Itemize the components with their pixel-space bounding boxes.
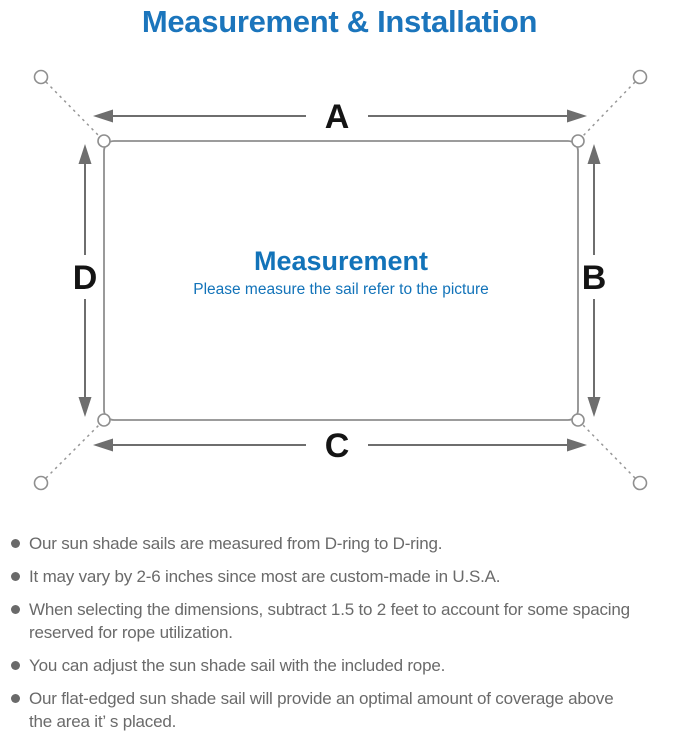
dimension-arrow-b: B — [582, 144, 607, 417]
page-title: Measurement & Installation — [141, 4, 538, 39]
arrowhead-down-icon — [587, 397, 601, 417]
dashed-tie-line-bottom-right — [581, 423, 636, 479]
list-item: When selecting the dimensions, subtract … — [10, 598, 670, 644]
list-item: You can adjust the sun shade sail with t… — [10, 654, 670, 677]
note-text: It may vary by 2-6 inches since most are… — [29, 567, 501, 586]
notes-list: Our sun shade sails are measured from D-… — [10, 521, 670, 739]
arrowhead-left-icon — [93, 438, 113, 452]
dimension-label-c: C — [325, 427, 350, 465]
dimension-label-d: D — [73, 259, 98, 297]
d-ring-top-left-icon — [97, 134, 111, 148]
note-text: Our sun shade sails are measured from D-… — [29, 534, 443, 553]
center-caption: Measurement Please measure the sail refe… — [193, 246, 489, 298]
dimension-label-a: A — [325, 98, 350, 136]
arrowhead-right-icon — [567, 438, 587, 452]
d-ring-bottom-right-icon — [571, 413, 585, 427]
d-ring-top-right-icon — [571, 134, 585, 148]
list-item: Our sun shade sails are measured from D-… — [10, 532, 670, 555]
arrowhead-up-icon — [78, 144, 92, 164]
dashed-tie-line-top-left — [45, 81, 101, 138]
arrowhead-down-icon — [78, 397, 92, 417]
dashed-tie-line-top-right — [581, 81, 636, 138]
note-text: When selecting the dimensions, subtract … — [29, 600, 630, 642]
list-item: Our flat-edged sun shade sail will provi… — [10, 687, 670, 733]
sail-outline — [103, 140, 579, 421]
anchor-point-top-left-icon — [33, 69, 49, 85]
dimension-arrow-a: A — [93, 98, 587, 136]
dashed-tie-line-bottom-left — [45, 423, 101, 479]
arrowhead-up-icon — [587, 144, 601, 164]
dimension-label-b: B — [582, 259, 607, 297]
bullet-dot-icon — [11, 694, 20, 703]
dimension-arrow-d: D — [73, 144, 98, 417]
sail-measurement-diagram: A C D B — [33, 69, 648, 491]
note-text: You can adjust the sun shade sail with t… — [29, 656, 446, 675]
arrowhead-left-icon — [93, 109, 113, 123]
d-ring-bottom-left-icon — [97, 413, 111, 427]
bullet-dot-icon — [11, 661, 20, 670]
dimension-arrow-c: C — [93, 427, 587, 465]
arrowhead-right-icon — [567, 109, 587, 123]
d-rings — [97, 134, 585, 427]
list-item: It may vary by 2-6 inches since most are… — [10, 565, 670, 588]
anchor-point-top-right-icon — [632, 69, 648, 85]
bullet-dot-icon — [11, 605, 20, 614]
note-text: Our flat-edged sun shade sail will provi… — [29, 689, 614, 731]
anchor-point-bottom-right-icon — [632, 475, 648, 491]
bullet-dot-icon — [11, 572, 20, 581]
anchor-points — [33, 69, 648, 491]
center-caption-subtitle: Please measure the sail refer to the pic… — [193, 281, 489, 298]
bullet-dot-icon — [11, 539, 20, 548]
center-caption-title: Measurement — [254, 246, 428, 276]
anchor-point-bottom-left-icon — [33, 475, 49, 491]
